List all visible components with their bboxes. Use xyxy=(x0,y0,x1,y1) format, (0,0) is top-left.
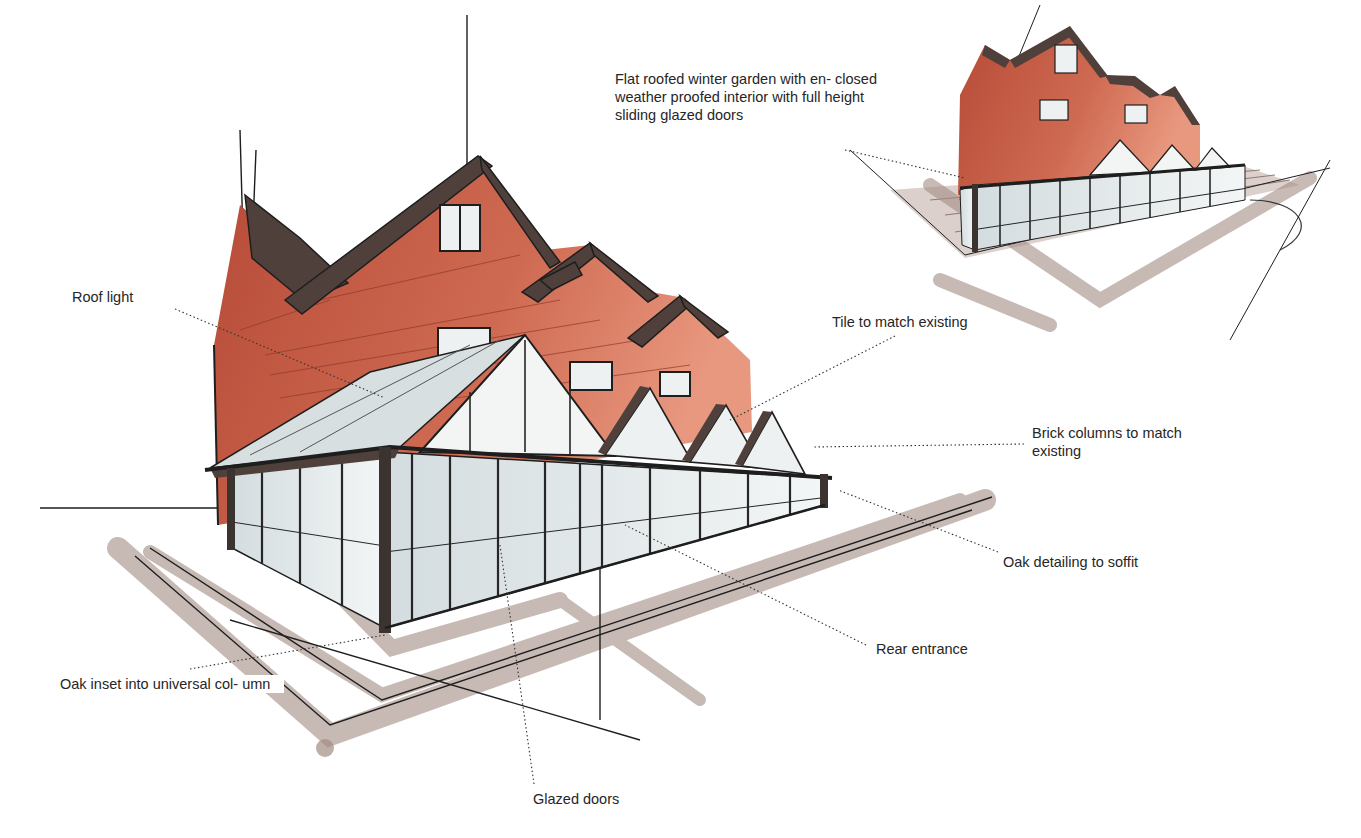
callout-label: Roof light xyxy=(70,288,135,306)
callout-label: Brick columns to match existing xyxy=(1030,424,1220,460)
construction-lines-part xyxy=(599,560,600,720)
leader-line xyxy=(190,635,385,669)
winter-garden-part xyxy=(470,340,570,455)
inset-house-part-part xyxy=(1160,86,1200,125)
winter-garden-part xyxy=(385,452,825,628)
inset-winter-garden-part-part xyxy=(975,189,1245,230)
inset-house-part-part xyxy=(982,45,1010,68)
winter-garden-part-part xyxy=(747,473,749,526)
winter-garden xyxy=(205,335,832,633)
inset-house-part-part xyxy=(1125,105,1147,123)
winter-garden-part-part xyxy=(411,454,413,621)
house-windows-part xyxy=(440,205,480,251)
winter-garden-part xyxy=(735,411,772,466)
winter-garden-part-part xyxy=(789,476,791,515)
inset-house-part xyxy=(1040,45,1147,123)
inset-house-part-part xyxy=(1105,75,1160,98)
house-windows-part xyxy=(660,372,690,396)
callout-label: Rear entrance xyxy=(874,640,970,658)
inset-house xyxy=(958,26,1200,195)
leader-line xyxy=(500,545,534,784)
inset-house-part-part xyxy=(1040,100,1068,120)
winter-garden-part-part xyxy=(261,468,263,564)
winter-garden-part xyxy=(598,386,650,455)
tiled-roofs-part xyxy=(480,156,560,268)
callout-label: Oak inset into universal col- umn xyxy=(58,675,284,693)
inset-winter-garden-part-part xyxy=(1029,181,1031,240)
winter-garden-part xyxy=(379,447,391,633)
tiled-roofs-part xyxy=(522,243,600,302)
shadow-dot xyxy=(316,739,334,757)
tiled-roofs-part xyxy=(540,262,582,290)
inset-ground-part xyxy=(850,5,1330,340)
inset-house-part xyxy=(982,26,1200,125)
inset-winter-garden-part xyxy=(975,165,1245,250)
winter-garden-part xyxy=(205,447,832,478)
callout-label: Flat roofed winter garden with en- close… xyxy=(613,70,899,124)
inset-winter-garden-part-part xyxy=(1119,174,1121,223)
tiled-roofs-part xyxy=(680,296,728,338)
winter-garden-part-part xyxy=(579,464,581,574)
callout-label: Glazed doors xyxy=(531,790,621,808)
construction-lines xyxy=(40,15,992,740)
winter-garden-part-part xyxy=(449,456,451,610)
construction-lines-part xyxy=(230,620,640,740)
winter-garden-part xyxy=(227,468,235,550)
house-windows-part xyxy=(459,205,461,251)
brick-walls-part xyxy=(214,345,218,525)
tiled-roofs xyxy=(245,156,728,347)
callout-label: Oak detailing to soffit xyxy=(1001,553,1140,571)
winter-garden-part-part xyxy=(299,463,301,583)
winter-garden-part-part xyxy=(649,468,651,554)
inset-winter-garden-part-part xyxy=(1089,176,1091,228)
callout-label: Tile to match existing xyxy=(830,313,970,331)
winter-garden-part-part xyxy=(385,498,825,553)
inset-ground xyxy=(850,5,1330,340)
winter-garden-part xyxy=(210,447,400,478)
construction-lines-part xyxy=(40,507,232,508)
inset-winter-garden-part xyxy=(1090,140,1150,175)
leader-line xyxy=(845,150,965,178)
winter-garden-part xyxy=(230,452,385,628)
house-windows-part xyxy=(570,362,612,390)
inset-house-part xyxy=(958,28,1200,195)
inset-winter-garden-part xyxy=(1150,145,1195,172)
tiled-roofs-part xyxy=(285,156,492,314)
leader-line xyxy=(812,444,1024,447)
brick-walls-part-part xyxy=(240,300,330,330)
winter-garden-part-part xyxy=(699,471,701,540)
winter-garden-part-part xyxy=(601,465,603,568)
inset-winter-garden-part xyxy=(960,165,1245,188)
winter-garden-part-part xyxy=(497,459,499,597)
inset-winter-garden-part xyxy=(972,184,978,252)
inset-winter-garden xyxy=(960,140,1245,252)
inset-winter-garden-part xyxy=(975,168,1245,246)
inset-winter-garden-part-part xyxy=(1059,179,1061,235)
inset-winter-garden-part-part xyxy=(1179,170,1181,212)
winter-garden-part xyxy=(420,335,615,456)
winter-garden-part-part xyxy=(544,461,546,583)
leader-line xyxy=(730,336,895,420)
leader-line xyxy=(175,309,385,398)
tiled-roofs-part xyxy=(628,296,690,347)
winter-garden-part xyxy=(682,404,726,462)
winter-garden-part-part xyxy=(232,522,385,546)
winter-garden-part xyxy=(232,454,825,621)
leader-line xyxy=(625,525,866,645)
inset-winter-garden-part-part xyxy=(1209,168,1211,207)
ground-shadow-part xyxy=(560,600,700,700)
inset-house-part-part xyxy=(1055,45,1077,73)
winter-garden-part xyxy=(820,474,828,508)
winter-garden-part-part xyxy=(341,458,343,606)
inset-winter-garden-part-part xyxy=(999,183,1001,245)
leader-line xyxy=(838,490,998,552)
winter-garden-part xyxy=(385,505,825,628)
inset-winter-garden-part-part xyxy=(1149,172,1151,218)
tiled-roofs-part xyxy=(590,243,658,302)
